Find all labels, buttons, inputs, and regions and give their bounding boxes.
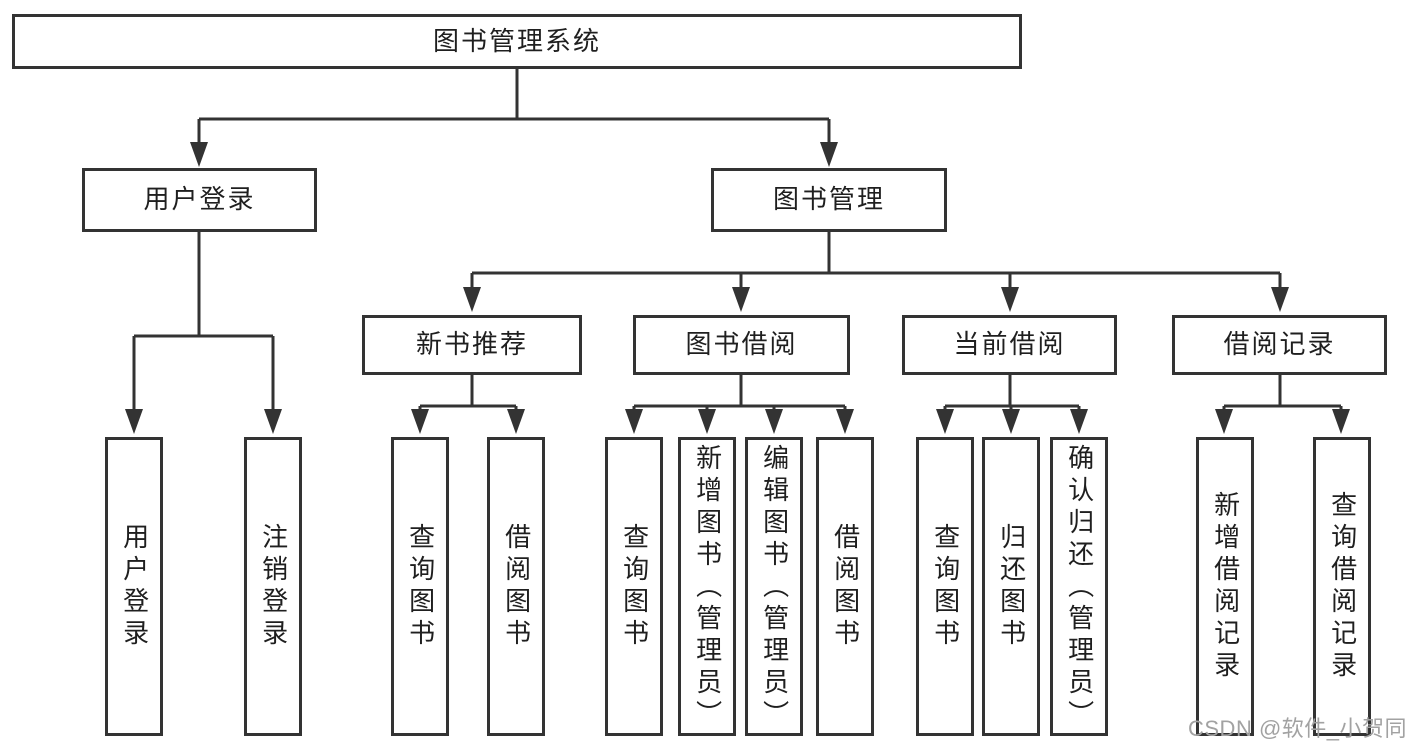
connector-borrow-records	[1222, 375, 1343, 418]
arrowheads	[125, 142, 1350, 434]
leaf-query-books-borrow: 查询图书	[605, 437, 663, 736]
node-new-book-recommend: 新书推荐	[362, 315, 582, 375]
node-user-login: 用户登录	[82, 168, 317, 232]
leaf-confirm-return-admin: 确认归还（管理员）	[1050, 437, 1108, 736]
leaf-edit-book-admin: 编辑图书（管理员）	[745, 437, 803, 736]
leaf-user-login: 用户登录	[105, 437, 163, 736]
node-borrow-records: 借阅记录	[1172, 315, 1387, 375]
node-current-borrow: 当前借阅	[902, 315, 1117, 375]
node-library-management-system: 图书管理系统	[12, 14, 1022, 69]
leaf-logout: 注销登录	[244, 437, 302, 736]
leaf-borrow-books: 借阅图书	[816, 437, 874, 736]
connector-book-borrow	[632, 375, 847, 418]
connector-new-book-recommend	[418, 375, 518, 418]
node-book-management: 图书管理	[711, 168, 947, 232]
leaf-add-borrow-record: 新增借阅记录	[1196, 437, 1254, 736]
leaf-return-book: 归还图书	[982, 437, 1040, 736]
connector-root	[197, 68, 831, 150]
leaf-add-book-admin: 新增图书（管理员）	[678, 437, 736, 736]
leaf-borrow-books-recommend: 借阅图书	[487, 437, 545, 736]
leaf-query-borrow-record: 查询借阅记录	[1313, 437, 1371, 736]
leaf-query-books-current: 查询图书	[916, 437, 974, 736]
connector-book-management	[470, 232, 1282, 295]
node-book-borrow: 图书借阅	[633, 315, 850, 375]
csdn-watermark: CSDN @软件_小贺同学	[1188, 716, 1405, 741]
leaf-query-books-recommend: 查询图书	[391, 437, 449, 736]
connector-user-login	[132, 232, 275, 418]
